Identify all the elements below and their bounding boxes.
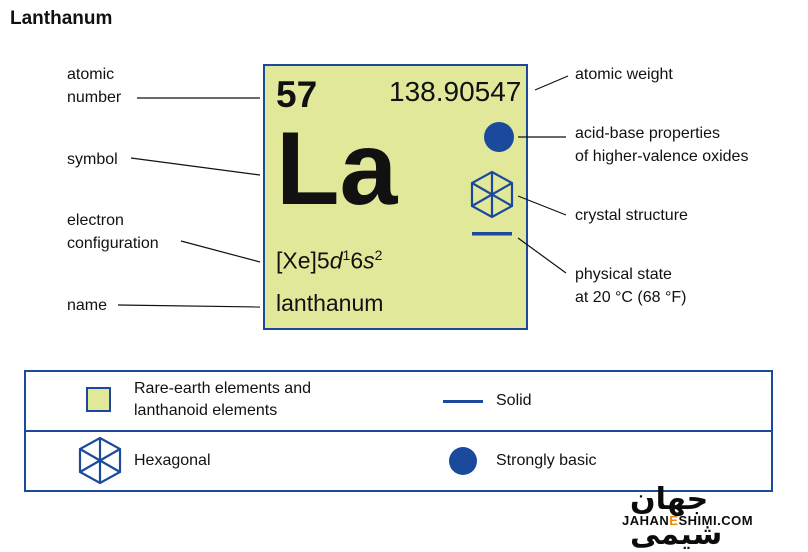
legend-hexagonal-label: Hexagonal [134,452,211,469]
atomic-number-value: 57 [276,74,318,115]
config-d-sup: 1 [342,247,351,263]
label-symbol: symbol [67,151,118,168]
legend-box [24,370,773,492]
solid-state-bar-icon [472,232,512,236]
config-mid: 6 [350,247,364,274]
electron-configuration-value: [Xe]5d16s2 [276,247,382,275]
config-base: [Xe]5 [276,247,330,274]
label-electron-configuration: electron configuration [67,212,159,252]
label-crystal-structure: crystal structure [575,207,688,224]
page-title: Lanthanum [10,8,113,29]
legend-category-label: Rare-earth elements and lanthanoid eleme… [134,380,311,419]
legend-hexagonal-icon [78,436,122,485]
legend-divider [26,430,771,432]
atomic-weight-value: 138.90547 [389,76,522,107]
legend-strongly-basic-label: Strongly basic [496,452,597,469]
element-cell [263,64,528,330]
label-atomic-number: atomic number [67,66,122,106]
label-acid-base: acid-base properties of higher-valence o… [575,125,749,165]
element-name-value: lanthanum [276,290,384,316]
element-symbol: La [276,111,398,227]
legend-strongly-basic-icon [449,447,477,475]
label-atomic-weight: atomic weight [575,66,673,83]
legend-solid-label: Solid [496,392,532,409]
legend-category-swatch [86,387,111,412]
watermark-url: JAHANESHIMI.COM [622,513,754,528]
acid-base-circle-icon [484,122,514,152]
legend-solid-bar-icon [443,400,483,403]
config-s-sup: 2 [374,247,383,263]
label-name: name [67,297,108,314]
hexagonal-crystal-icon [470,170,514,219]
config-d: d [329,247,343,274]
label-physical-state: physical state at 20 °C (68 °F) [575,266,687,306]
config-s: s [363,247,375,274]
